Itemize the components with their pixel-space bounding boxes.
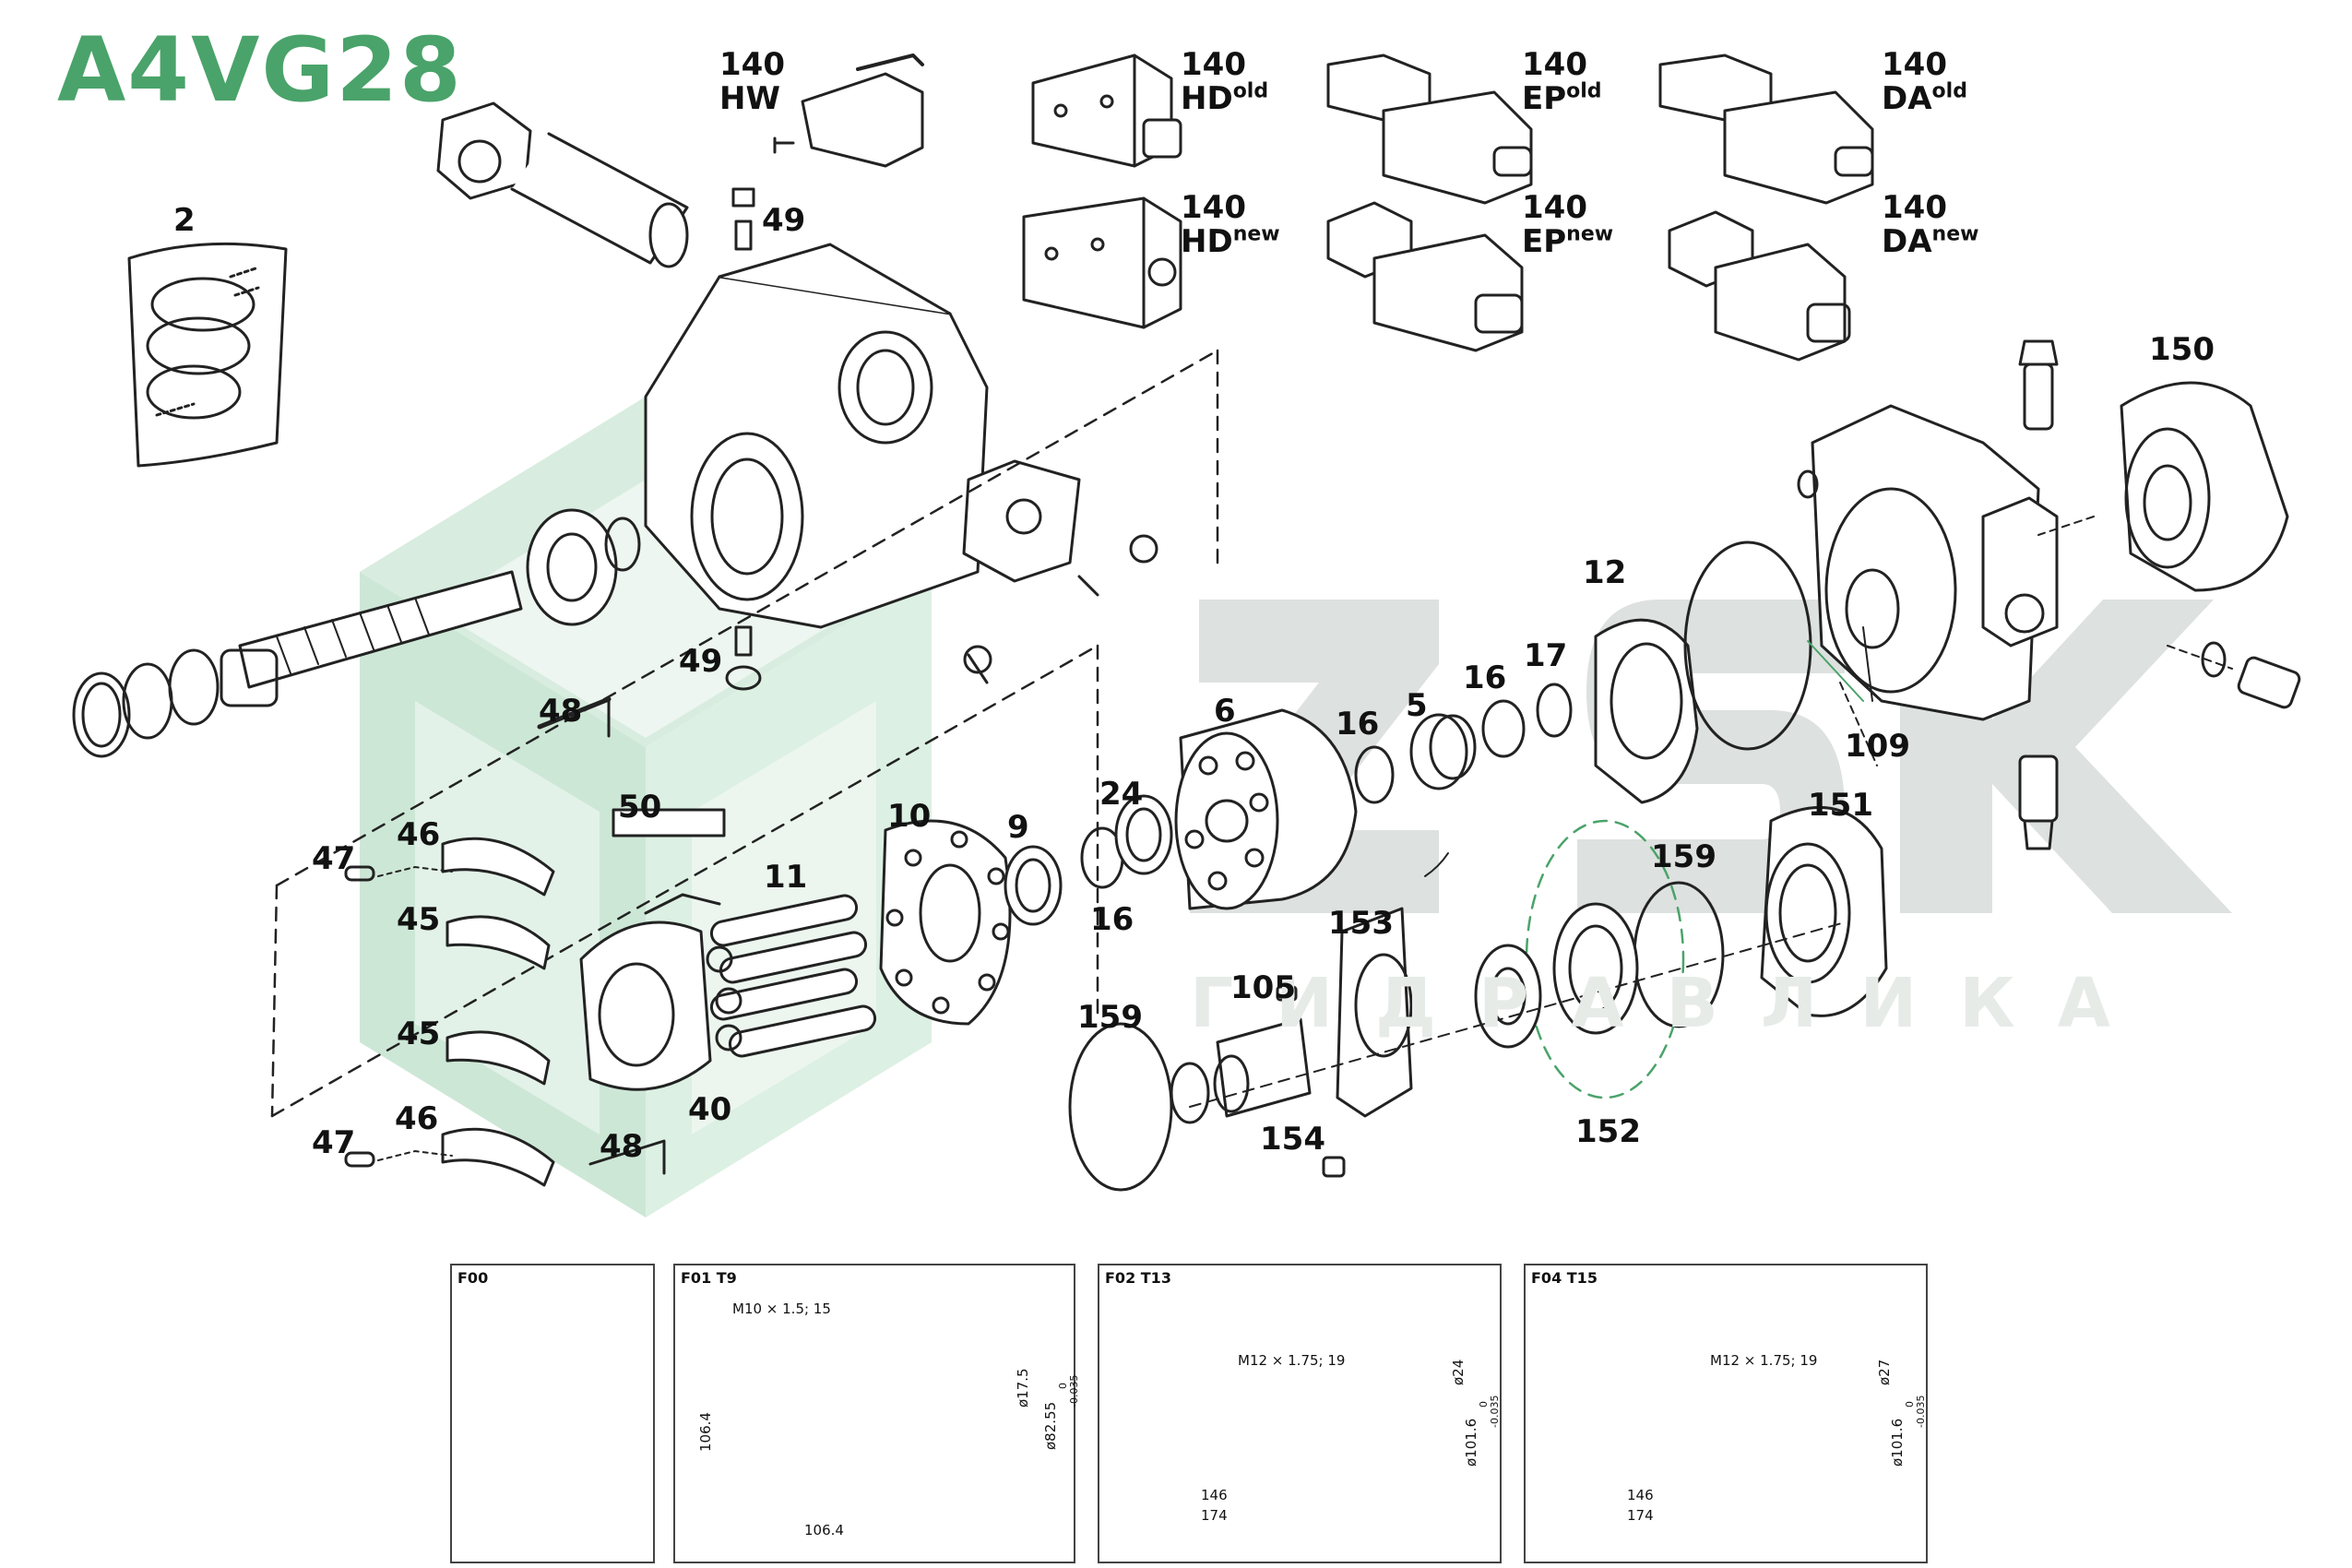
dim-bore: ø24 — [1450, 1359, 1467, 1385]
charge-pump — [1068, 806, 1888, 1192]
callout-12: 12 — [1583, 554, 1627, 591]
panel-title: F02 T13 — [1105, 1269, 1171, 1287]
retaining-plate — [879, 794, 1173, 1026]
callout-49: 49 — [762, 202, 806, 239]
callout-10: 10 — [887, 798, 932, 835]
dim-height: 106.4 — [697, 1412, 714, 1452]
callout-5: 5 — [1406, 687, 1428, 724]
callout-48: 48 — [539, 693, 583, 730]
dim-overall-width: 174 — [1627, 1507, 1654, 1524]
tolerance-lower: -0.035 — [1489, 1395, 1501, 1428]
end-cover — [1797, 339, 2301, 850]
callout-2: 2 — [173, 202, 196, 239]
callout-151: 151 — [1808, 787, 1873, 824]
seal-kit-bag — [127, 242, 288, 468]
callout-6: 6 — [1214, 693, 1236, 730]
thread-spec: M10 × 1.5; 15 — [732, 1301, 831, 1317]
callout-46: 46 — [397, 816, 441, 853]
callout-24: 24 — [1099, 776, 1144, 813]
callout-150: 150 — [2149, 331, 2215, 368]
callout-9: 9 — [1007, 809, 1029, 846]
callout-46: 46 — [395, 1100, 439, 1137]
callout-154: 154 — [1260, 1121, 1325, 1158]
panel-title: F00 — [457, 1269, 489, 1287]
callout-152: 152 — [1575, 1113, 1641, 1150]
flange-panel-f02: F02 T13 M12 × 1.75; 19 146 174 ø24 ø101.… — [1098, 1264, 1502, 1563]
callout-16: 16 — [1463, 659, 1507, 696]
dim-pilot: ø82.55 — [1042, 1401, 1059, 1450]
callout-159: 159 — [1077, 999, 1143, 1036]
callout-45: 45 — [397, 901, 441, 938]
callout-48: 48 — [600, 1128, 644, 1165]
flange-panel-f00: F00 — [450, 1264, 655, 1563]
callout-40: 40 — [688, 1091, 732, 1128]
callout-153: 153 — [1328, 905, 1394, 942]
drive-shaft — [72, 101, 689, 758]
dim-pilot: ø101.6 — [1463, 1418, 1479, 1467]
callout-16: 16 — [1090, 901, 1134, 938]
callout-17: 17 — [1524, 637, 1568, 674]
watermark-text: ГИДРАВЛИКА — [1190, 964, 2154, 1043]
flange-panel-f01: F01 T9 M10 × 1.5; 15 106.4 106.4 ø17.5 ø… — [673, 1264, 1080, 1563]
callout-105: 105 — [1230, 969, 1296, 1006]
dim-bore: ø27 — [1876, 1359, 1893, 1385]
dim-bolt-spacing: 146 — [1627, 1487, 1654, 1503]
callout-47: 47 — [312, 840, 356, 877]
callout-159: 159 — [1651, 838, 1716, 875]
callout-109: 109 — [1845, 728, 1910, 765]
callout-47: 47 — [312, 1124, 356, 1161]
tolerance-lower: -0.035 — [1915, 1395, 1927, 1428]
pistons — [706, 894, 877, 1058]
dim-overall-width: 174 — [1201, 1507, 1228, 1524]
pump-housing — [644, 187, 1158, 691]
dim-bore: ø17.5 — [1015, 1368, 1031, 1408]
control-valves — [773, 53, 1874, 362]
panel-title: F01 T9 — [681, 1269, 737, 1287]
dim-bolt-spacing: 146 — [1201, 1487, 1228, 1503]
callout-45: 45 — [397, 1016, 441, 1052]
swashplate — [344, 696, 726, 1187]
tolerance-lower: -0.035 — [1068, 1374, 1080, 1408]
flange-panel-f04: F04 T15 M12 × 1.75; 19 146 174 ø27 ø101.… — [1524, 1264, 1928, 1563]
panel-title: F04 T15 — [1531, 1269, 1598, 1287]
dim-pilot: ø101.6 — [1889, 1418, 1906, 1467]
callout-11: 11 — [764, 859, 808, 896]
parts-drawing — [72, 53, 2301, 1192]
callout-49: 49 — [679, 643, 723, 680]
dim-width: 106.4 — [804, 1522, 844, 1538]
cylinder-block — [1174, 540, 1812, 910]
callout-16: 16 — [1336, 706, 1380, 742]
thread-spec: M12 × 1.75; 19 — [1710, 1352, 1818, 1369]
thread-spec: M12 × 1.75; 19 — [1238, 1352, 1346, 1369]
callout-50: 50 — [618, 789, 662, 826]
model-title: A4VG28 — [57, 18, 463, 122]
leader-lines — [377, 626, 1873, 1161]
